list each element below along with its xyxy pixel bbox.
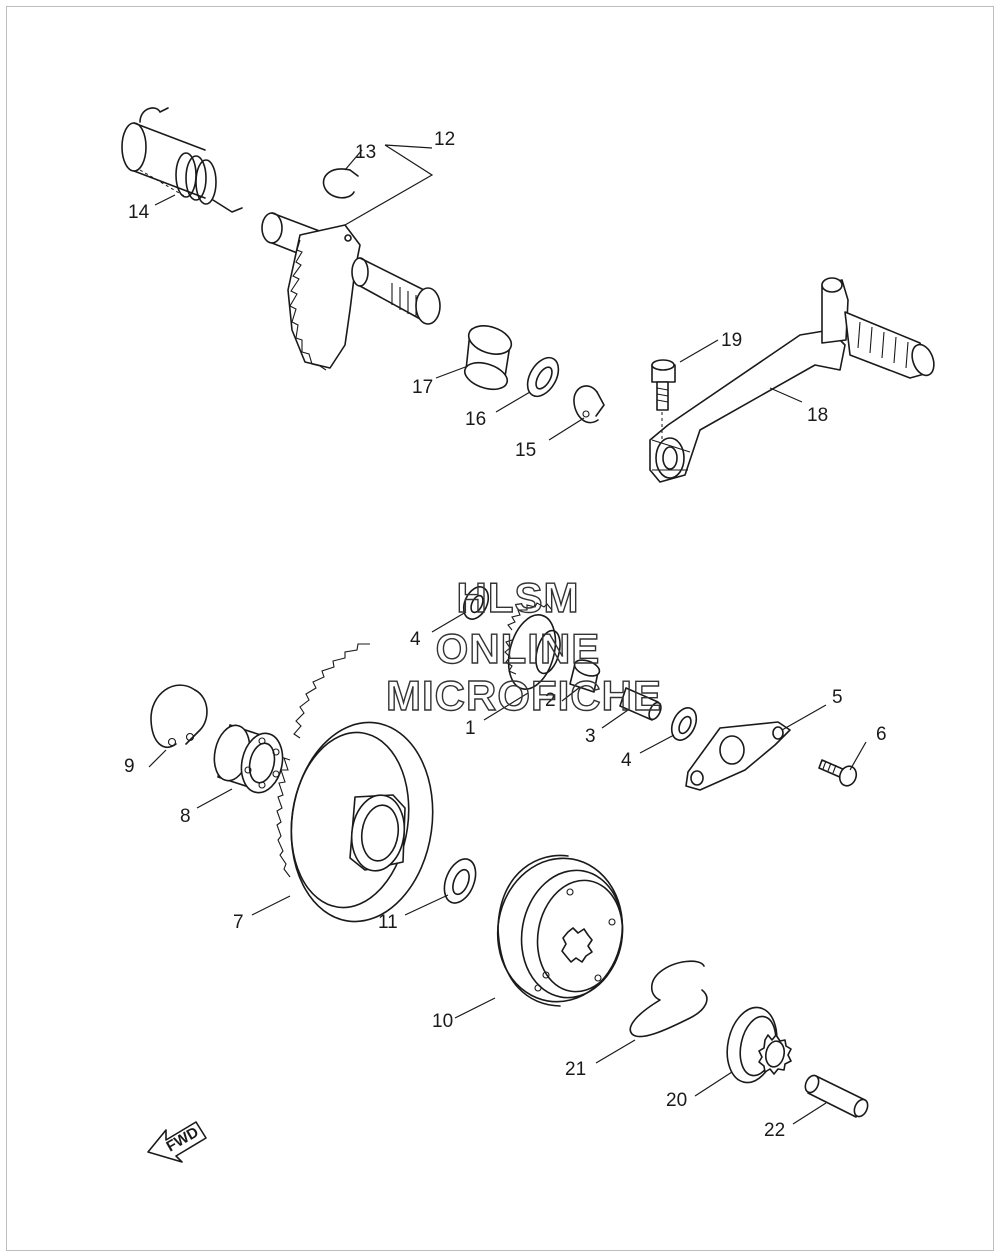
callout-14: 14	[128, 202, 150, 223]
callout-13: 13	[355, 142, 376, 163]
callout-17: 17	[412, 377, 433, 398]
callout-7: 7	[233, 912, 244, 933]
part-7-large-gear	[276, 643, 434, 923]
part-4-washer-upper	[462, 586, 490, 620]
part-14-kick-spring	[121, 107, 243, 213]
watermark-line-2: ONLINE	[436, 625, 601, 672]
part-21-spring-clip	[629, 960, 708, 1038]
part-22-shaft	[804, 1074, 869, 1118]
part-11-washer	[443, 858, 477, 904]
callout-18: 18	[807, 405, 828, 426]
callout-22: 22	[764, 1120, 785, 1141]
part-13-circlip	[322, 168, 359, 199]
callout-11: 11	[378, 912, 398, 933]
part-3-shaft	[619, 687, 662, 721]
callout-4-upper: 4	[410, 629, 421, 650]
watermark: HLSM ONLINE MICROFICHE	[385, 573, 662, 719]
part-16-washer	[526, 356, 560, 398]
part-2-collar	[569, 659, 601, 693]
part-15-circlip	[573, 385, 605, 424]
callout-6: 6	[876, 724, 887, 745]
callout-20: 20	[666, 1090, 687, 1111]
callout-9: 9	[124, 756, 135, 777]
part-19-bolt	[651, 359, 676, 440]
part-20-pinion-gear	[726, 1006, 792, 1084]
callout-1: 1	[465, 718, 476, 739]
part-5-plate	[685, 721, 791, 791]
callout-3: 3	[585, 726, 596, 747]
watermark-line-1: HLSM	[457, 574, 580, 621]
callout-numbers: 14 13 12 17 16 15 19 18 4 1 2 3 4 5 6 9 …	[124, 129, 887, 1141]
fwd-direction-marker: FWD	[147, 1121, 207, 1163]
watermark-line-3: MICROFICHE	[386, 672, 662, 719]
leader-lines	[148, 144, 867, 1125]
callout-12: 12	[434, 129, 455, 150]
callout-19: 19	[721, 330, 742, 351]
callout-2: 2	[545, 690, 556, 711]
part-9-circlip	[150, 684, 208, 749]
diagram-frame	[6, 6, 994, 1251]
part-17-collar	[463, 325, 513, 391]
callout-16: 16	[465, 409, 486, 430]
part-18-kick-crank	[649, 277, 935, 483]
part-8-bearing	[213, 724, 284, 794]
callout-4-lower: 4	[621, 750, 632, 771]
part-10-starter-clutch	[496, 854, 624, 1007]
callout-21: 21	[565, 1059, 586, 1080]
part-4-washer-lower	[670, 707, 698, 741]
part-12-kick-axle-assembly	[261, 212, 441, 371]
callout-10: 10	[432, 1011, 453, 1032]
callout-5: 5	[832, 687, 843, 708]
callout-8: 8	[180, 806, 191, 827]
part-1-idle-gear	[504, 602, 561, 690]
callout-15: 15	[515, 440, 536, 461]
